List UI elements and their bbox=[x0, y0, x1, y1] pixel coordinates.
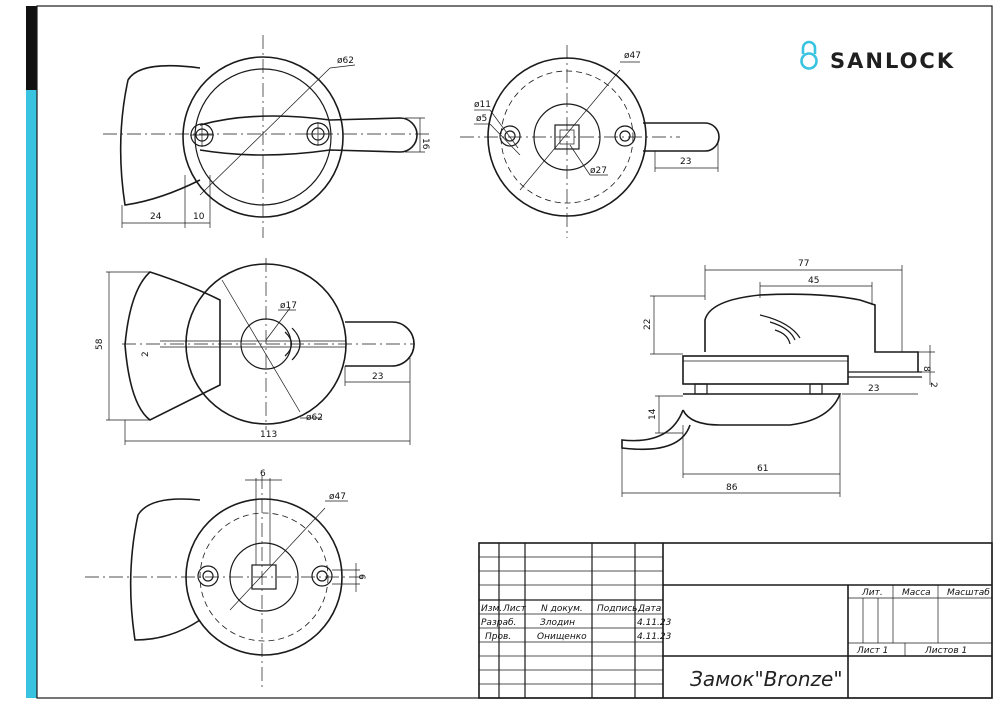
dim-bottom-left-slot: 6 bbox=[260, 469, 266, 479]
tb-row2-role: Пров. bbox=[485, 632, 511, 642]
dim-mid-left-length: 23 bbox=[372, 372, 383, 382]
view-top-right: ø47 ø11 ø5 ø27 23 bbox=[460, 45, 720, 238]
tb-sheet-label: Лист 1 bbox=[856, 646, 888, 656]
dim-side-height: 22 bbox=[643, 319, 653, 330]
dim-side-right-small: 2 bbox=[928, 382, 938, 388]
tb-header-date: Дата bbox=[637, 604, 661, 614]
dim-side-right-h: 8 bbox=[921, 366, 931, 372]
dim-mid-left-height: 58 bbox=[95, 338, 105, 350]
dim-side-lower-h: 14 bbox=[648, 408, 658, 420]
dim-top-left-diameter: ø62 bbox=[337, 56, 354, 66]
tb-row1-role: Разраб. bbox=[481, 618, 516, 628]
dim-mid-left-outer: ø62 bbox=[306, 413, 323, 423]
view-bottom-left: 6 ø47 6 bbox=[85, 469, 366, 690]
dim-top-right-hole: ø11 bbox=[474, 100, 491, 110]
dim-mid-left-small: 2 bbox=[141, 351, 151, 357]
tb-scale-label: Масштаб bbox=[947, 588, 990, 598]
dim-top-right-small: ø5 bbox=[476, 114, 487, 124]
tb-lit-label: Лит. bbox=[861, 588, 883, 598]
dim-mid-left-total: 113 bbox=[260, 430, 277, 440]
dim-top-left-gap: 10 bbox=[193, 212, 205, 222]
dim-top-right-length: 23 bbox=[680, 157, 691, 167]
drawing-title: Замок"Bronze" bbox=[690, 667, 843, 691]
dim-bottom-left-diameter: ø47 bbox=[329, 492, 346, 502]
brand-name: SANLOCK bbox=[830, 49, 955, 73]
view-top-left: ø62 16 24 10 bbox=[103, 35, 430, 238]
lock-icon bbox=[800, 40, 818, 70]
tb-mass-label: Масса bbox=[902, 588, 931, 598]
tb-row2-date: 4.11.23 bbox=[637, 632, 672, 642]
dim-top-right-inner: ø27 bbox=[590, 166, 607, 176]
dim-side-upper: 45 bbox=[808, 276, 819, 286]
tb-header-list: Лист bbox=[502, 604, 527, 614]
dim-top-right-outer: ø47 bbox=[624, 51, 641, 61]
dim-side-base: 61 bbox=[757, 464, 768, 474]
title-block: Изм. Лист N докум. Подпись Дата Разраб. … bbox=[478, 542, 993, 699]
dim-side-tail: 23 bbox=[868, 384, 879, 394]
dim-top-left-height: 16 bbox=[420, 138, 430, 150]
tb-header-izm: Изм. bbox=[481, 604, 502, 614]
tb-row1-date: 4.11.23 bbox=[637, 618, 672, 628]
brand-logo: SANLOCK bbox=[800, 40, 955, 73]
view-mid-left: 58 2 ø17 ø62 23 113 bbox=[95, 258, 415, 445]
dim-top-left-width: 24 bbox=[150, 212, 162, 222]
dim-side-total: 86 bbox=[726, 483, 738, 493]
left-bar-dark bbox=[26, 6, 37, 90]
tb-row1-name: Злодин bbox=[540, 618, 575, 628]
tb-sheets-label: Листов 1 bbox=[924, 646, 967, 656]
tb-row2-name: Онищенко bbox=[537, 632, 587, 642]
tb-header-sign: Подпись bbox=[597, 604, 637, 614]
tb-header-doc: N докум. bbox=[541, 604, 583, 614]
left-bar-accent bbox=[26, 90, 37, 698]
dim-mid-left-center: ø17 bbox=[280, 301, 297, 311]
dim-side-top: 77 bbox=[798, 259, 809, 269]
dim-bottom-left-side: 6 bbox=[356, 574, 366, 580]
view-side: 77 45 22 8 2 23 14 61 86 bbox=[621, 259, 938, 497]
